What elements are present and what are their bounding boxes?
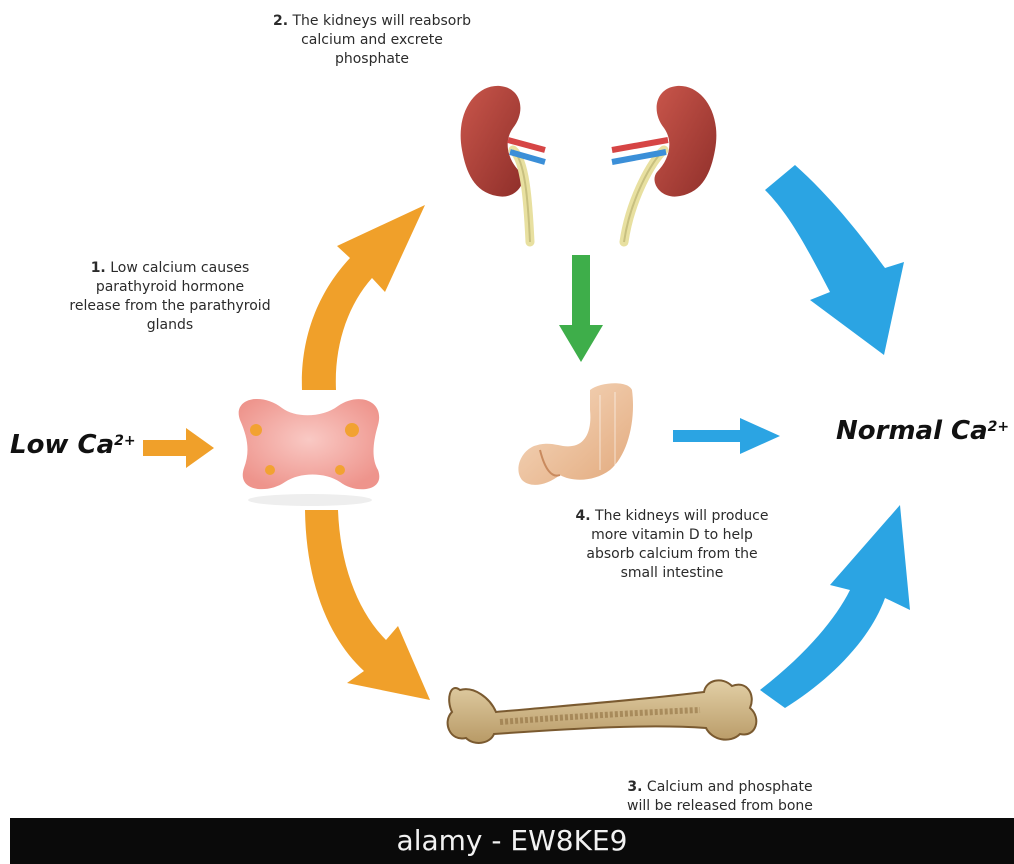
blue-arrow-middle [673, 418, 780, 454]
normal-calcium-label: Normal Ca2+ [836, 416, 1009, 446]
step-2-text: 2. The kidneys will reabsorb calcium and… [247, 12, 497, 69]
step-4-text: 4. The kidneys will produce more vitamin… [542, 507, 802, 583]
low-calcium-label: Low Ca2+ [10, 430, 136, 460]
blue-arrow-top [765, 165, 904, 355]
orange-arrow-down [305, 510, 430, 700]
kidney-left-icon [461, 86, 545, 242]
step-3-text: 3. Calcium and phosphate will be release… [590, 778, 850, 816]
orange-arrow-right [143, 428, 214, 468]
bone-icon [448, 680, 757, 743]
kidney-right-icon [612, 86, 716, 242]
watermark-text: alamy - EW8KE9 [10, 824, 1014, 858]
small-intestine-icon [518, 383, 633, 485]
orange-arrow-up [302, 205, 425, 390]
step-1-text: 1. Low calcium causes parathyroid hormon… [45, 259, 295, 335]
parathyroid-gland-icon [239, 399, 380, 506]
green-arrow-down [559, 255, 603, 362]
watermark-bar: alamy - EW8KE9 [10, 818, 1014, 864]
